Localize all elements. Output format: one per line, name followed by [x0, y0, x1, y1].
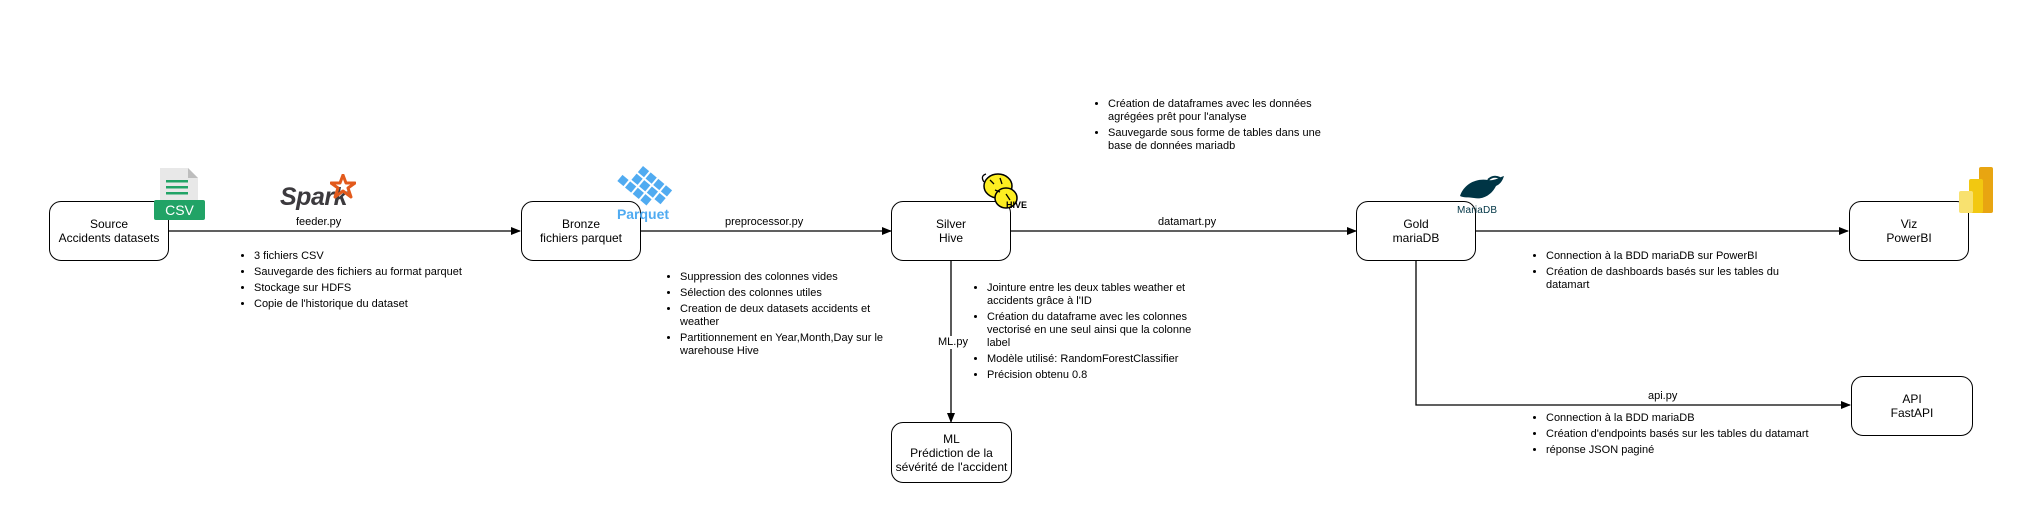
node-silver[interactable]: Silver Hive: [891, 201, 1011, 261]
node-title: Silver: [935, 217, 966, 231]
note-item: Création de dataframes avec les données …: [1108, 98, 1323, 124]
node-viz[interactable]: Viz PowerBI: [1849, 201, 1969, 261]
node-title: API: [1902, 392, 1922, 406]
notes-viz: Connection à la BDD mariaDB sur PowerBI …: [1530, 250, 1821, 295]
node-api[interactable]: API FastAPI: [1851, 376, 1973, 436]
note-item: Création de dashboards basés sur les tab…: [1546, 266, 1821, 292]
node-bronze[interactable]: Bronze fichiers parquet: [521, 201, 641, 261]
note-item: Sauvegarde des fichiers au format parque…: [254, 266, 514, 279]
note-item: Modèle utilisé: RandomForestClassifier: [987, 353, 1202, 366]
csv-logo-text: CSV: [165, 202, 194, 218]
note-item: Sauvegarde sous forme de tables dans une…: [1108, 127, 1323, 153]
node-subtitle: Prédiction de la: [910, 445, 993, 460]
node-subtitle-line2: sévérité de l'accident: [895, 459, 1008, 474]
csv-icon: CSV: [152, 166, 207, 222]
mariadb-logo-text: MariaDB: [1457, 205, 1498, 216]
note-item: Sélection des colonnes utiles: [680, 287, 900, 300]
node-subtitle: PowerBI: [1886, 231, 1932, 245]
node-subtitle: Hive: [938, 231, 963, 245]
note-item: réponse JSON paginé: [1546, 444, 1816, 457]
powerbi-icon: [1955, 165, 1995, 215]
node-subtitle: fichiers parquet: [539, 231, 623, 245]
note-item: Partitionnement en Year,Month,Day sur le…: [680, 332, 900, 358]
edge-label-ml: ML.py: [936, 336, 970, 349]
node-title: Source: [89, 217, 129, 231]
parquet-logo-text: Parquet: [616, 206, 670, 222]
node-source[interactable]: Source Accidents datasets: [49, 201, 169, 261]
node-gold[interactable]: Gold mariaDB: [1356, 201, 1476, 261]
note-item: Création d'endpoints basés sur les table…: [1546, 428, 1816, 441]
notes-datamart: Création de dataframes avec les données …: [1092, 98, 1323, 156]
mariadb-logo-icon: MariaDB: [1454, 174, 1514, 218]
node-title: ML: [943, 431, 960, 446]
spark-logo-icon: Spark: [280, 174, 360, 214]
node-subtitle: mariaDB: [1392, 231, 1440, 245]
edge-gold-api: [1415, 261, 1851, 409]
note-item: Précision obtenu 0.8: [987, 369, 1202, 382]
note-item: Connection à la BDD mariaDB sur PowerBI: [1546, 250, 1821, 263]
node-subtitle: Accidents datasets: [58, 231, 160, 245]
note-item: Stockage sur HDFS: [254, 282, 514, 295]
hive-logo-icon: HIVE: [980, 170, 1028, 214]
notes-preprocessor: Suppression des colonnes vides Sélection…: [664, 271, 900, 361]
edge-label-datamart: datamart.py: [1156, 216, 1219, 229]
node-title: Gold: [1403, 217, 1429, 231]
edge-label-feeder: feeder.py: [294, 216, 344, 229]
note-item: Jointure entre les deux tables weather e…: [987, 282, 1202, 308]
parquet-logo-icon: Parquet: [612, 164, 674, 224]
note-item: Creation de deux datasets accidents et w…: [680, 303, 900, 329]
note-item: 3 fichiers CSV: [254, 250, 514, 263]
node-title: Viz: [1900, 217, 1918, 231]
notes-feeder: 3 fichiers CSV Sauvegarde des fichiers a…: [238, 250, 514, 314]
note-item: Suppression des colonnes vides: [680, 271, 900, 284]
hive-logo-text: HIVE: [1006, 200, 1028, 210]
note-item: Copie de l'historique du dataset: [254, 298, 514, 311]
notes-api: Connection à la BDD mariaDB Création d'e…: [1530, 412, 1816, 460]
edge-label-api: api.py: [1646, 390, 1680, 403]
node-title: Bronze: [561, 217, 601, 231]
edge-label-preprocessor: preprocessor.py: [723, 216, 806, 229]
note-item: Connection à la BDD mariaDB: [1546, 412, 1816, 425]
node-subtitle: FastAPI: [1890, 406, 1934, 420]
node-ml[interactable]: ML Prédiction de la sévérité de l'accide…: [891, 422, 1012, 483]
note-item: Création du dataframe avec les colonnes …: [987, 311, 1202, 350]
notes-ml: Jointure entre les deux tables weather e…: [971, 282, 1202, 385]
